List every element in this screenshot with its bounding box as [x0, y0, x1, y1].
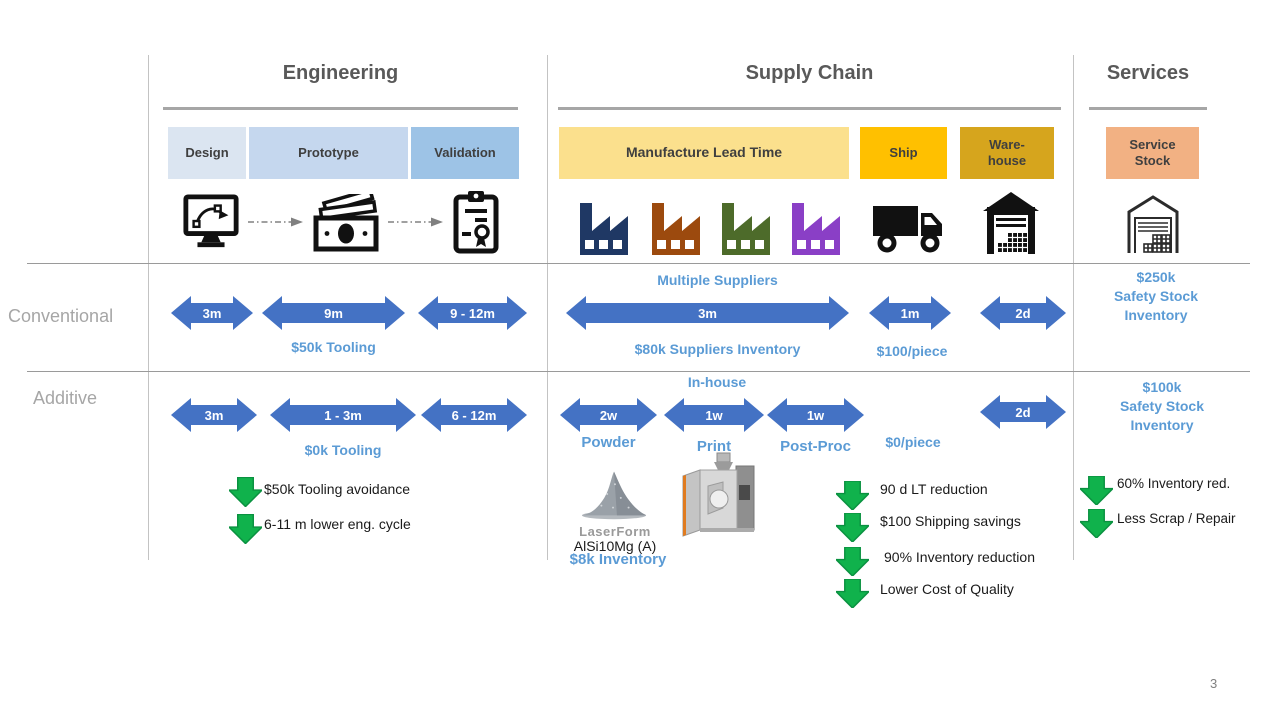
- conventional-warehouse-duration-arrow: 2d: [980, 296, 1066, 330]
- additive-step-label-print: Print: [696, 438, 732, 455]
- additive-print-duration-arrow: 1w: [664, 398, 764, 432]
- additive-step-label-powder: Powder: [581, 434, 636, 451]
- factory-icon: [647, 193, 705, 255]
- additive-validation-duration-arrow: 6 - 12m: [421, 398, 527, 432]
- benefit-down-arrow-icon: [229, 477, 262, 507]
- row-label-conventional: Conventional: [8, 306, 114, 326]
- engineering-underline: [163, 107, 518, 110]
- warehouse-icon: [983, 190, 1039, 254]
- benefit-down-arrow-icon: [836, 481, 869, 510]
- additive-prototype-duration-arrow: 1 - 3m: [270, 398, 416, 432]
- section-title-services: Services: [1106, 62, 1190, 84]
- benefit-text: 90% Inventory reduction: [884, 549, 1035, 565]
- additive-design-duration-arrow: 3m: [171, 398, 257, 432]
- conventional-suppliers-note: Multiple Suppliers: [657, 272, 778, 288]
- conventional-tooling-note: $50k Tooling: [291, 339, 376, 355]
- phase-box-design: Design: [168, 127, 246, 179]
- benefit-text: Less Scrap / Repair: [1117, 511, 1236, 526]
- phase-box-validation: Validation: [411, 127, 519, 179]
- flow-arrow-icon: [388, 216, 444, 228]
- benefit-down-arrow-icon: [836, 547, 869, 576]
- supply-chain-underline: [558, 107, 1061, 110]
- additive-safety-stock-note: $100k Safety Stock Inventory: [1119, 379, 1205, 433]
- additive-powder-duration-arrow: 2w: [560, 398, 657, 432]
- factory-icon: [575, 193, 633, 255]
- benefit-text: $50k Tooling avoidance: [264, 481, 411, 497]
- row-divider-top: [27, 263, 1250, 264]
- divider-engineering-supply: [547, 55, 548, 560]
- powder-inventory-note: $8k Inventory: [569, 551, 667, 568]
- conventional-shipping-cost-note: $100/piece: [876, 343, 948, 359]
- powder-grade-label: AlSi10Mg (A): [573, 538, 657, 554]
- phase-box-manufacture-lead-time: Manufacture Lead Time: [559, 127, 849, 179]
- truck-icon: [872, 198, 946, 254]
- benefit-text: Lower Cost of Quality: [880, 581, 1014, 597]
- services-underline: [1089, 107, 1207, 110]
- prototype-cost-icon: [313, 194, 379, 252]
- metal-powder-image: [580, 464, 648, 522]
- powder-brand-label: LaserForm: [579, 524, 651, 539]
- row-label-additive: Additive: [33, 388, 98, 408]
- phase-box-ship: Ship: [860, 127, 947, 179]
- additive-tooling-note: $0k Tooling: [304, 442, 382, 458]
- flow-arrow-icon: [248, 216, 304, 228]
- benefit-text: 90 d LT reduction: [880, 481, 988, 497]
- benefit-text: $100 Shipping savings: [880, 513, 1021, 529]
- factory-icon: [717, 193, 775, 255]
- conventional-safety-stock-note: $250k Safety Stock Inventory: [1113, 269, 1199, 323]
- design-icon: [182, 192, 240, 252]
- divider-supply-services: [1073, 55, 1074, 560]
- conventional-validation-duration-arrow: 9 - 12m: [418, 296, 527, 330]
- validation-certificate-icon: [453, 190, 499, 254]
- benefit-down-arrow-icon: [1080, 509, 1113, 538]
- 3d-printer-image: [678, 452, 766, 537]
- benefit-down-arrow-icon: [836, 579, 869, 608]
- benefit-down-arrow-icon: [229, 514, 262, 544]
- benefit-text: 60% Inventory red.: [1117, 476, 1231, 491]
- benefit-down-arrow-icon: [836, 513, 869, 542]
- benefit-down-arrow-icon: [1080, 476, 1113, 505]
- section-title-supply-chain: Supply Chain: [745, 62, 874, 84]
- additive-shipping-cost-note: $0/piece: [885, 434, 941, 450]
- phase-box-warehouse: Ware- house: [960, 127, 1054, 179]
- conventional-suppliers-inventory-note: $80k Suppliers Inventory: [634, 341, 801, 357]
- conventional-design-duration-arrow: 3m: [171, 296, 253, 330]
- additive-postproc-duration-arrow: 1w: [767, 398, 864, 432]
- benefit-text: 6-11 m lower eng. cycle: [264, 516, 411, 532]
- phase-box-prototype: Prototype: [249, 127, 408, 179]
- additive-inhouse-note: In-house: [687, 374, 747, 390]
- row-divider-middle: [27, 371, 1250, 372]
- additive-step-label-postproc: Post-Proc: [780, 438, 851, 455]
- conventional-prototype-duration-arrow: 9m: [262, 296, 405, 330]
- conventional-manufacture-duration-arrow: 3m: [566, 296, 849, 330]
- divider-left: [148, 55, 149, 560]
- service-warehouse-icon: [1125, 192, 1181, 254]
- additive-warehouse-duration-arrow: 2d: [980, 395, 1066, 429]
- phase-box-service-stock: Service Stock: [1106, 127, 1199, 179]
- conventional-ship-duration-arrow: 1m: [869, 296, 951, 330]
- page-number: 3: [1210, 676, 1218, 691]
- section-title-engineering: Engineering: [282, 62, 399, 84]
- factory-icon: [787, 193, 845, 255]
